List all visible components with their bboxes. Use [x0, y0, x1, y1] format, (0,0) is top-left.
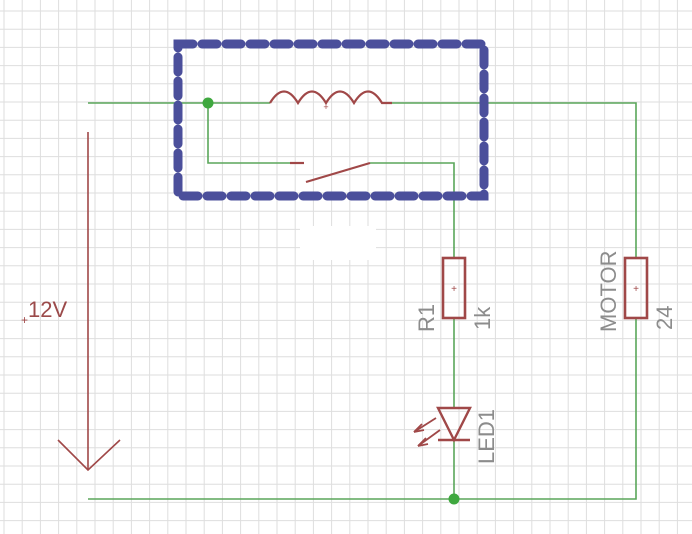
- inductor-coil-icon: +: [269, 90, 392, 112]
- wire-switch-to-resistor: [370, 162, 455, 258]
- motor-name-label: MOTOR: [596, 251, 621, 332]
- led-icon: [413, 406, 472, 447]
- voltage-origin-mark: +: [21, 313, 28, 327]
- resistor-value-label: 1k: [470, 306, 495, 330]
- wires: [88, 102, 637, 500]
- resistor-icon: +: [441, 256, 467, 320]
- source-voltage-label: 12V: [28, 297, 67, 322]
- wire-motor-to-bottom: [88, 318, 637, 500]
- motor-icon: +: [623, 256, 649, 320]
- voltage-arrow-icon: [57, 132, 121, 472]
- led-name-label: LED1: [474, 409, 499, 464]
- svg-text:+: +: [451, 284, 457, 295]
- svg-text:+: +: [323, 102, 328, 112]
- wire-top-right: [392, 102, 637, 258]
- svg-text:+: +: [633, 284, 639, 295]
- junction-dot-bottom: [448, 493, 460, 505]
- label-gap: [300, 226, 376, 260]
- junction-dot-top: [202, 97, 214, 109]
- wire-switch-branch: [207, 103, 296, 164]
- relay-frame: [173, 39, 489, 201]
- resistor-name-label: R1: [414, 304, 439, 332]
- motor-value-label: 24: [652, 306, 677, 330]
